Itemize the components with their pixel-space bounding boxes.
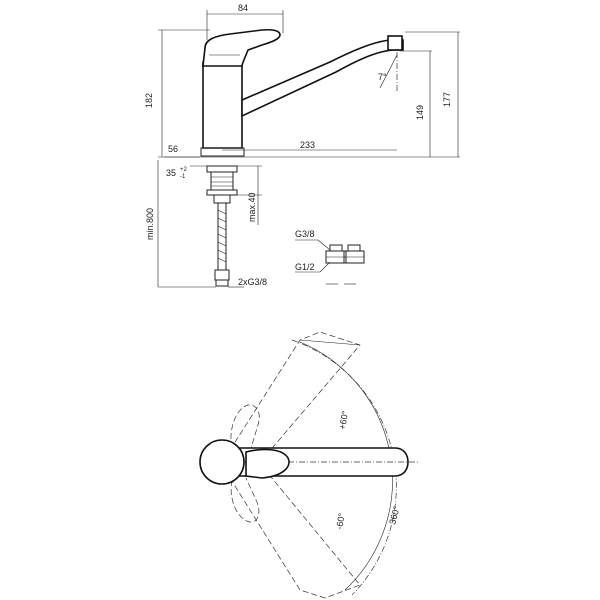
dim-hole-tol-lower: -1 — [180, 174, 186, 180]
outlet-angle-label: 7° — [378, 72, 387, 82]
faucet-base-top — [199, 439, 245, 485]
dim-outlet-height: 149 — [415, 105, 425, 120]
rotation-up-label: +60° — [337, 410, 350, 431]
top-view: +60° -60° 360° — [199, 331, 420, 599]
rotation-full-label: 360° — [387, 505, 402, 526]
side-view: 7° 84 182 177 149 233 56 35 +2 -1 — [144, 3, 460, 288]
faucet-body — [202, 61, 243, 149]
dim-hole-diameter: 35 — [166, 168, 176, 178]
dim-hose-connection: 2xG3/8 — [238, 277, 267, 287]
connector-upper-label: G3/8 — [295, 229, 315, 239]
dim-hose-length: min.800 — [145, 208, 155, 240]
dim-total-height: 182 — [144, 93, 154, 108]
connector-detail: G3/8 G1/2 — [295, 229, 365, 285]
dim-counter-thickness: max.40 — [247, 192, 257, 222]
faucet-handle — [202, 28, 281, 67]
dim-spout-height: 177 — [442, 92, 452, 107]
dim-handle-width: 84 — [238, 3, 248, 13]
faucet-spout — [241, 39, 404, 118]
dim-reach: 233 — [300, 140, 315, 150]
connector-lower-label: G1/2 — [295, 262, 315, 272]
rotation-down-label: -60° — [334, 512, 347, 530]
dim-hole-tol-upper: +2 — [180, 167, 188, 173]
dim-base-offset: 56 — [168, 144, 178, 154]
